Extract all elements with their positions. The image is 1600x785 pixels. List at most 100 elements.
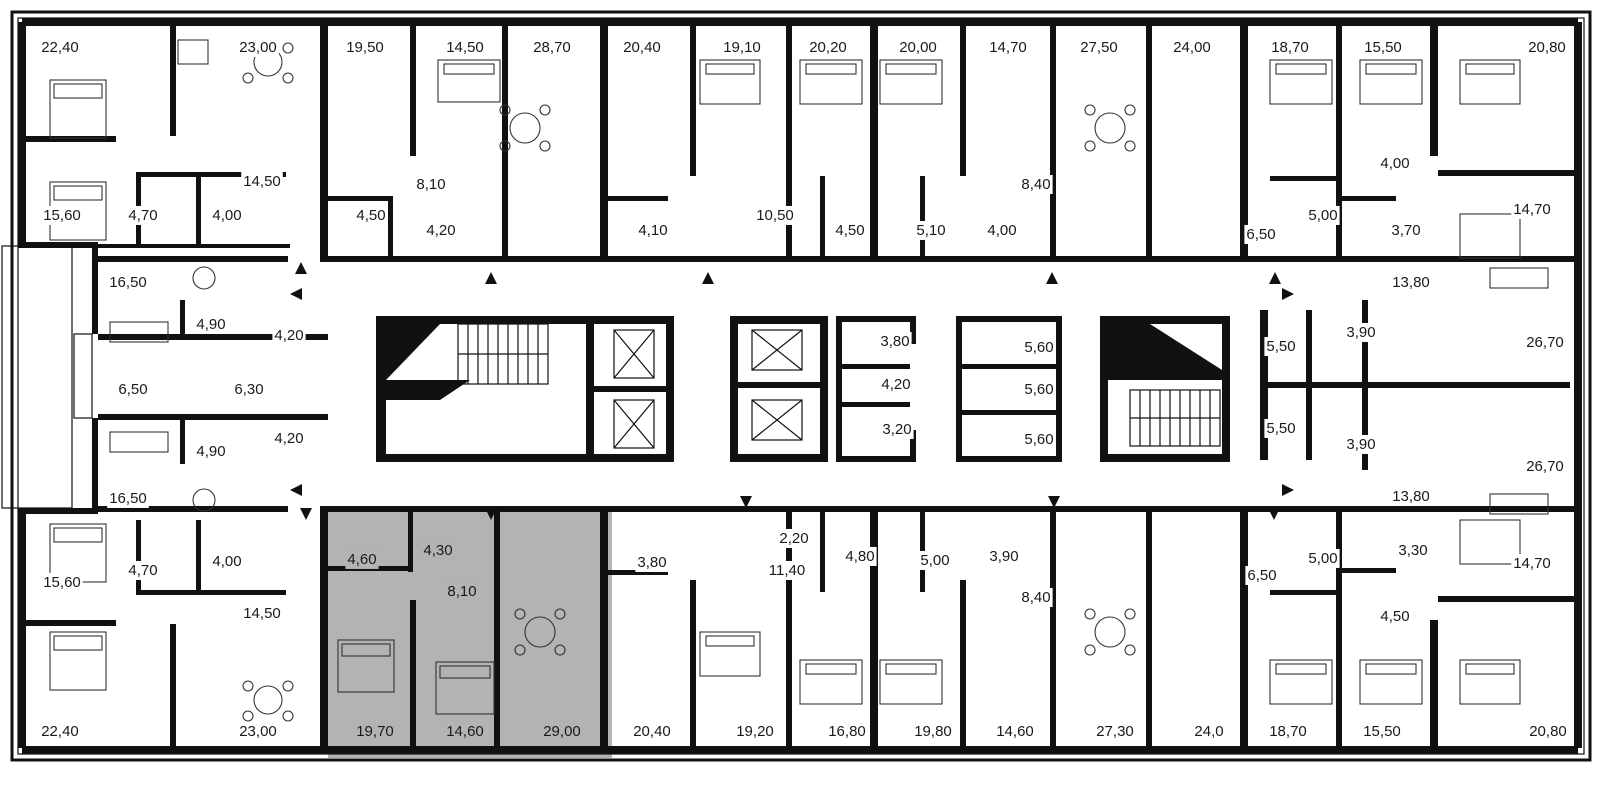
room-label-bg: [1245, 565, 1279, 585]
room-area-label: 14,70: [1513, 201, 1551, 218]
room-label-bg: [444, 721, 486, 741]
room-area-label: 24,00: [1173, 39, 1211, 56]
room-area-label: 4,60: [347, 551, 376, 568]
room-area-label: 19,10: [723, 39, 761, 56]
room-label-bg: [1378, 606, 1412, 626]
room-area-label: 5,60: [1024, 431, 1053, 448]
room-area-label: 4,70: [128, 562, 157, 579]
room-area-label: 5,00: [1308, 207, 1337, 224]
room-label-bg: [879, 374, 913, 394]
room-label-bg: [210, 551, 244, 571]
room-label-bg: [1390, 486, 1432, 506]
room-area-label: 4,50: [835, 222, 864, 239]
room-label-bg: [414, 174, 448, 194]
room-label-bg: [1264, 336, 1298, 356]
room-area-label: 4,90: [196, 316, 225, 333]
room-area-label: 5,50: [1266, 420, 1295, 437]
room-area-label: 5,10: [916, 222, 945, 239]
room-area-label: 22,40: [41, 723, 79, 740]
room-label-bg: [1344, 434, 1378, 454]
room-area-label: 5,60: [1024, 339, 1053, 356]
arrow-marker: [740, 496, 752, 508]
room-area-label: 19,20: [736, 723, 774, 740]
room-label-bg: [241, 171, 283, 191]
room-label-bg: [1094, 721, 1136, 741]
room-label-bg: [354, 205, 388, 225]
room-label-bg: [444, 37, 486, 57]
room-area-label: 15,60: [43, 574, 81, 591]
room-label-bg: [807, 37, 849, 57]
building-core: [98, 300, 1570, 470]
room-label-bg: [194, 314, 228, 334]
room-label-bg: [107, 488, 149, 508]
room-label-bg: [636, 220, 670, 240]
corridor-walls: [98, 256, 1580, 512]
room-label-bg: [1344, 322, 1378, 342]
room-area-label: 23,00: [239, 39, 277, 56]
arrow-marker: [485, 508, 497, 520]
room-area-label: 4,70: [128, 207, 157, 224]
room-area-label: 18,70: [1271, 39, 1309, 56]
room-area-label: 4,10: [638, 222, 667, 239]
upper-partitions: [26, 26, 1574, 262]
room-label-bg: [1264, 418, 1298, 438]
room-label-bg: [424, 220, 458, 240]
room-area-label: 6,50: [1246, 226, 1275, 243]
room-label-bg: [1269, 37, 1311, 57]
room-label-bg: [985, 220, 1019, 240]
room-area-label: 4,50: [1380, 608, 1409, 625]
room-label-bg: [987, 546, 1021, 566]
room-area-label: 2,20: [779, 530, 808, 547]
room-area-label: 4,00: [1380, 155, 1409, 172]
room-label-bg: [1192, 721, 1226, 741]
room-label-bg: [912, 721, 954, 741]
arrow-marker: [1048, 496, 1060, 508]
arrow-marker: [1046, 272, 1058, 284]
room-area-label: 8,40: [1021, 589, 1050, 606]
room-label-bg: [1361, 721, 1403, 741]
arrow-marker: [1268, 508, 1280, 520]
room-label-bg: [635, 552, 669, 572]
highlighted-apartment[interactable]: [328, 512, 612, 758]
arrow-marker: [702, 272, 714, 284]
room-label-bg: [1306, 205, 1340, 225]
room-area-label: 20,40: [633, 723, 671, 740]
room-label-bg: [843, 546, 877, 566]
room-area-label: 19,70: [356, 723, 394, 740]
room-label-bg: [1526, 37, 1568, 57]
room-area-label: 27,50: [1080, 39, 1118, 56]
room-area-label: 22,40: [41, 39, 79, 56]
room-label-bg: [194, 441, 228, 461]
room-label-bg: [1171, 37, 1213, 57]
room-area-label: 14,60: [446, 723, 484, 740]
room-label-bg: [766, 560, 808, 580]
room-area-label: 4,20: [274, 430, 303, 447]
room-area-label: 4,00: [987, 222, 1016, 239]
room-area-label: 20,80: [1528, 39, 1566, 56]
room-area-label: 4,20: [426, 222, 455, 239]
room-label-bg: [734, 721, 776, 741]
room-label-bg: [1511, 199, 1553, 219]
room-label-bg: [272, 325, 306, 345]
room-label-bg: [1244, 224, 1278, 244]
room-area-label: 3,30: [1398, 542, 1427, 559]
room-area-label: 5,00: [1308, 550, 1337, 567]
room-area-label: 4,20: [274, 327, 303, 344]
room-label-bg: [897, 37, 939, 57]
room-area-label: 4,30: [423, 542, 452, 559]
room-label-bg: [354, 721, 396, 741]
arrow-marker: [1282, 288, 1294, 300]
arrow-marker: [295, 262, 307, 274]
room-area-label: 19,50: [346, 39, 384, 56]
entrance-arrows: [290, 262, 1294, 520]
room-area-label: 14,70: [1513, 555, 1551, 572]
room-area-label: 3,90: [1346, 436, 1375, 453]
room-area-label: 19,80: [914, 723, 952, 740]
room-label-bg: [41, 572, 83, 592]
room-label-bg: [987, 37, 1029, 57]
room-area-label: 13,80: [1392, 274, 1430, 291]
room-label-bg: [237, 721, 279, 741]
room-area-label: 14,60: [996, 723, 1034, 740]
room-area-label: 29,00: [543, 723, 581, 740]
